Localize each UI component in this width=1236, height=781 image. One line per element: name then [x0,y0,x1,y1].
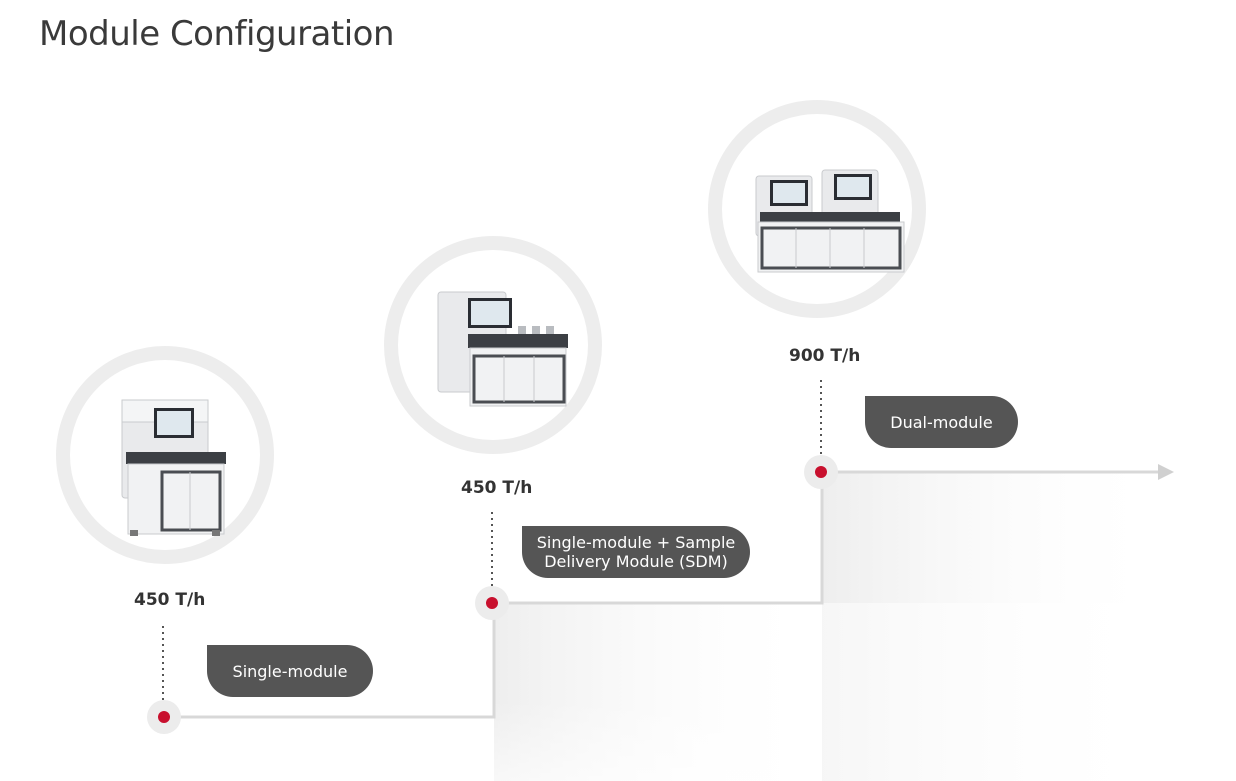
staircase-line [164,470,1160,719]
single-module-analyzer-icon [121,399,226,536]
page-title: Module Configuration [39,14,395,54]
step-1-label-pill: Single-module [207,645,373,697]
step-3-label-pill: Dual-module [865,396,1018,448]
step-1-label-line-1: Single-module [232,661,348,681]
step-1-throughput: 450 T/h [134,590,206,610]
step-2-label-line-1: Single-module + Sample [536,533,736,552]
milestone-dot-1 [147,700,181,734]
milestone-dot-2 [475,586,509,620]
step-2-label-pill: Single-module + Sample Delivery Module (… [522,526,750,578]
single-module-with-sdm-analyzer-icon [437,291,568,407]
dual-module-analyzer-icon [755,169,905,273]
step-1-image-circle [56,346,274,564]
step-2-throughput: 450 T/h [461,478,533,498]
step-shade-3 [822,603,1170,781]
step-3-label-line-1: Dual-module [890,412,993,432]
step-3-throughput: 900 T/h [789,346,861,366]
step-2-label-line-2: Delivery Module (SDM) [544,552,728,571]
milestone-dot-3 [804,455,838,489]
step-shade-2 [822,472,1170,603]
arrow-head-icon [1158,464,1174,480]
step-3-image-circle [708,100,926,318]
step-shade-1b [494,700,822,781]
step-2-image-circle [384,236,602,454]
